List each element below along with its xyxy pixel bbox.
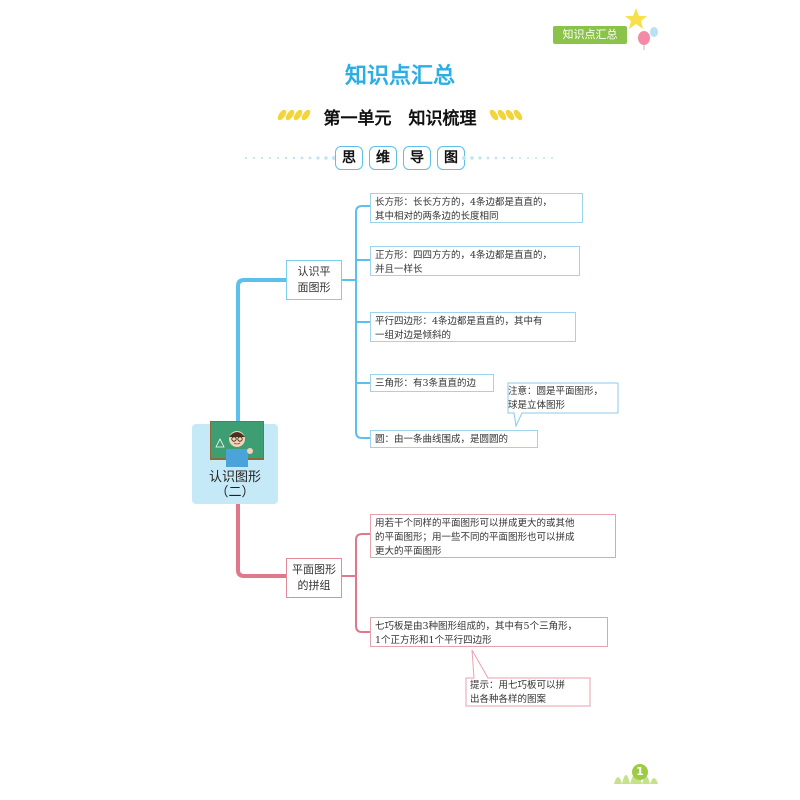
tip-bubble-shape [465,650,591,707]
section-tag: 知识点汇总 [553,26,627,44]
branch-label-line: 面图形 [297,281,331,294]
leaf-tangram: 七巧板是由3种图形组成的，其中有5个三角形， 1个正方形和1个平行四边形 [370,617,608,647]
leaf-line: 1个正方形和1个平行四边形 [375,635,492,646]
leaf-line: 长方形：长长方方的，4条边都是直直的， [375,197,553,208]
unit-title: 第一单元 知识梳理 [323,109,477,129]
mindmap-title: 思维导图 [0,146,800,170]
dots-right-decoration [462,156,553,160]
tip-tangram: 提示：用七巧板可以拼 出各种各样的图案 [468,679,590,707]
page-title: 知识点汇总 [344,64,455,89]
branch-node-combine-shapes: 平面图形 的拼组 [286,558,342,598]
leaf-parallelogram: 平行四边形：4条边都是直直的，其中有 一组对边是倾斜的 [370,312,576,342]
leaf-line: 正方形：四四方方的，4条边都是直直的， [375,250,553,261]
branch-node-plane-shapes: 认识平 面图形 [286,260,342,300]
page-number: 1 [632,764,648,780]
leaf-line: 七巧板是由3种图形组成的，其中有5个三角形， [375,621,578,632]
leaf-square: 正方形：四四方方的，4条边都是直直的， 并且一样长 [370,246,580,276]
branch-label-line: 认识平 [297,265,331,278]
root-label-line: （二） [215,485,255,500]
root-label: 认识图形 （二） [192,470,278,500]
star-balloon-icon [625,8,658,50]
mindmap-title-char: 导 [403,146,431,170]
leaf-line: 平行四边形：4条边都是直直的，其中有 [375,316,543,327]
wheat-right-icon [489,109,523,121]
branch-label-line: 的拼组 [297,579,331,592]
leaf-line: 三角形：有3条直直的边 [375,378,477,389]
mindmap-title-char: 图 [437,146,465,170]
note-line: 球是立体图形 [508,400,566,411]
leaf-line: 的平面图形；用一些不同的平面图形也可以拼成 [375,532,575,543]
root-label-line: 认识图形 [208,470,261,485]
leaf-combine-shapes: 用若干个同样的平面图形可以拼成更大的或其他 的平面图形；用一些不同的平面图形也可… [370,514,616,558]
teacher-illustration [210,421,264,467]
leaf-line: 更大的平面图形 [375,546,442,557]
note-circle-sphere: 注意：圆是平面图形， 球是立体图形 [506,385,618,413]
tip-line: 出各种各样的图案 [470,694,547,705]
leaf-line: 用若干个同样的平面图形可以拼成更大的或其他 [375,518,575,529]
leaf-line: 一组对边是倾斜的 [375,330,452,341]
note-line: 注意：圆是平面图形， [508,386,604,397]
note-bubble-shape [507,382,619,428]
leaf-line: 圆：由一条曲线围成，是圆圆的 [375,434,509,445]
mindmap-title-char: 思 [335,146,363,170]
leaf-rectangle: 长方形：长长方方的，4条边都是直直的， 其中相对的两条边的长度相同 [370,193,583,223]
leaf-circle: 圆：由一条曲线围成，是圆圆的 [370,430,538,448]
leaf-line: 其中相对的两条边的长度相同 [375,211,499,222]
tip-line: 提示：用七巧板可以拼 [470,680,566,691]
leaf-triangle: 三角形：有3条直直的边 [370,374,494,392]
mindmap-title-char: 维 [369,146,397,170]
branch-label-line: 平面图形 [292,563,336,576]
leaf-line: 并且一样长 [375,264,423,275]
wheat-left-icon [277,109,311,121]
